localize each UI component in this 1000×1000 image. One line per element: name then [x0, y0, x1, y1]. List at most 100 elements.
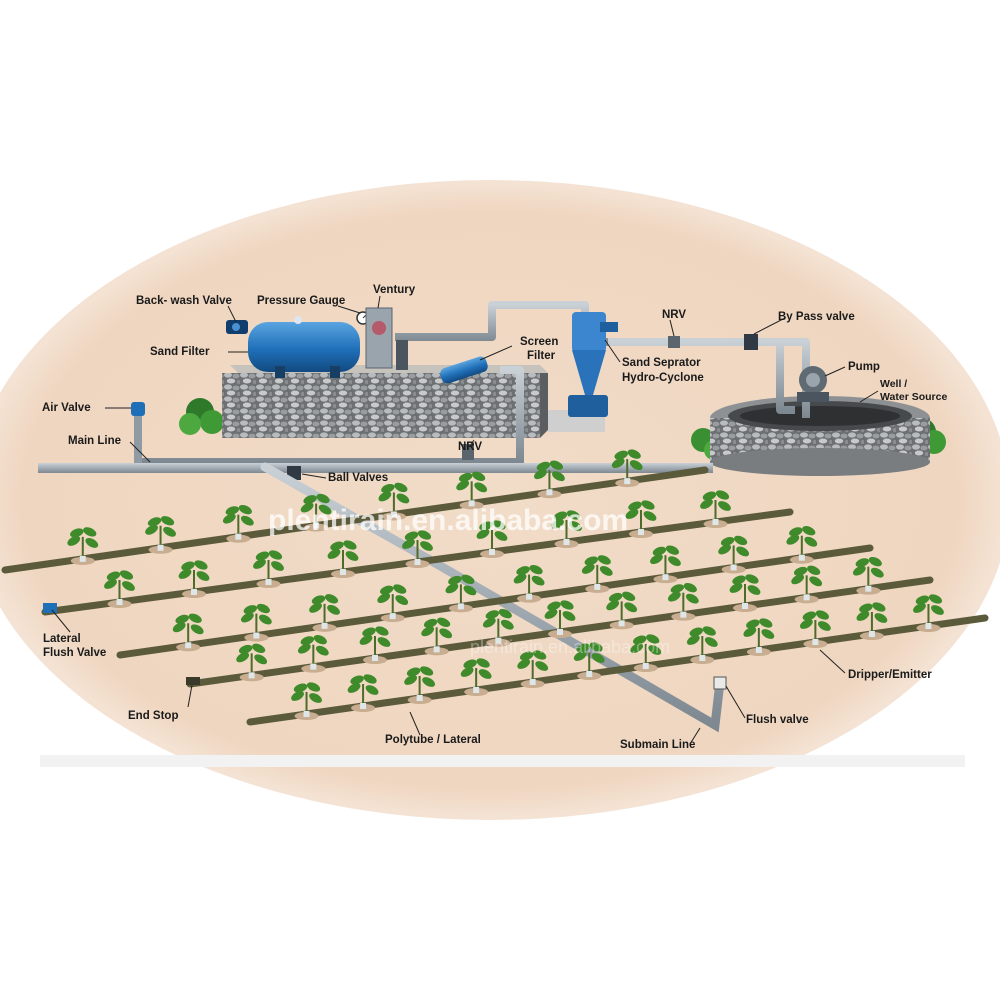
plant [718, 535, 750, 574]
plant [786, 526, 818, 564]
dripper-emitter-icon [699, 655, 706, 661]
dripper-emitter-icon [235, 533, 242, 540]
leader-lines [51, 295, 879, 745]
dripper-emitter-icon [594, 583, 601, 590]
dripper-emitter-icon [313, 522, 320, 529]
dripper-emitter-icon [642, 663, 649, 669]
dripper-emitter-icon [546, 489, 553, 496]
label-screen-filter-line2: Filter [527, 350, 556, 362]
dripper-emitter-icon [185, 642, 192, 649]
dripper-emitter-icon [803, 594, 810, 601]
dripper-emitter-icon [253, 632, 260, 639]
plant [700, 490, 731, 528]
dripper-emitter-icon [265, 579, 272, 585]
dripper-emitter-icon [372, 655, 378, 661]
dripper-emitter-icon [248, 672, 255, 679]
dripper-emitter-icon [586, 671, 593, 677]
dripper-emitter-icon [812, 639, 819, 645]
dripper-emitter-icon [340, 569, 346, 575]
dripper-emitter-icon [563, 539, 570, 545]
plant [421, 617, 453, 656]
plant [300, 493, 332, 532]
dripper-emitter-icon [457, 603, 464, 610]
label-ball-valves: Ball Valves [328, 472, 388, 484]
dripper-emitter-icon [321, 622, 328, 629]
plant [729, 574, 761, 612]
plant [222, 504, 254, 543]
label-lateral-flush-line1: Lateral [43, 633, 81, 645]
plant [551, 510, 582, 548]
label-lateral-flush-line2: Flush Valve [43, 647, 106, 659]
dripper-emitter-icon [310, 663, 317, 670]
dripper-emitter-icon [389, 613, 396, 620]
ground-bottom-strip [40, 755, 965, 767]
plant [791, 565, 823, 604]
air-valve-icon [131, 402, 145, 463]
label-venturi: Ventury [373, 284, 416, 296]
plant [178, 560, 210, 598]
plant [297, 634, 329, 673]
dripper-emitter-icon [557, 629, 563, 635]
dripper-emitter-icon [712, 519, 719, 525]
label-sand-separator-line2: Hydro-Cyclone [622, 372, 704, 384]
label-bypass-valve: By Pass valve [778, 311, 855, 323]
dripper-emitter-icon [79, 555, 86, 562]
dripper-emitter-icon [730, 564, 737, 571]
main-line-pipe [38, 463, 713, 473]
label-well-line1: Well / [880, 378, 907, 390]
plant [145, 516, 176, 554]
dripper-emitter-icon [360, 703, 367, 709]
watermark-text: plentirain.en.alibaba.com [268, 504, 628, 537]
plant [852, 556, 884, 595]
dripper-emitter-icon [191, 589, 197, 595]
nrv-top-icon [668, 336, 680, 348]
label-pressure-gauge: Pressure Gauge [257, 295, 345, 307]
dripper-emitter-icon [416, 695, 423, 701]
label-well-line2: Water Source [880, 391, 947, 403]
submain-line-pipe [260, 462, 725, 733]
lateral-tube [1, 466, 709, 574]
plant [402, 530, 433, 568]
plant [236, 643, 268, 682]
backwash-valve-icon [226, 320, 248, 334]
plant [686, 626, 718, 664]
dripper-emitter-icon [489, 549, 495, 555]
label-end-stop: End Stop [128, 710, 178, 722]
dripper-emitter-icon [390, 511, 397, 518]
lateral-flush-valve-icon [43, 603, 57, 613]
bypass-valve-icon [744, 334, 758, 350]
bush-left [179, 398, 224, 435]
well [710, 396, 930, 476]
dripper-emitter-icon [638, 529, 644, 535]
screen-filter-icon [440, 356, 488, 384]
label-pump: Pump [848, 361, 880, 373]
plant [913, 594, 944, 632]
label-nrv-main: NRV [458, 441, 482, 453]
end-stop-icon [186, 677, 200, 685]
dripper-emitter-icon [618, 620, 625, 627]
dripper-emitter-icon [468, 500, 475, 507]
dripper-emitter-icon [925, 623, 932, 629]
dripper-emitter-icon [495, 637, 502, 644]
plant [625, 500, 657, 538]
label-dripper-emitter: Dripper/Emitter [848, 669, 932, 681]
venturi-icon [365, 307, 408, 370]
plant [359, 626, 391, 664]
dripper-emitter-icon [473, 687, 480, 693]
plant [611, 449, 643, 488]
label-air-valve: Air Valve [42, 402, 91, 414]
dripper-emitter-icon [433, 646, 440, 653]
label-polytube-lateral: Polytube / Lateral [385, 734, 481, 746]
dripper-emitter-icon [868, 631, 875, 637]
plant [172, 613, 204, 652]
dripper-emitter-icon [798, 554, 805, 561]
plant [650, 545, 681, 584]
dripper-emitter-icon [529, 679, 536, 685]
pump-icon [797, 366, 829, 402]
nrv-main-icon [462, 444, 474, 460]
dripper-emitter-icon [865, 585, 872, 592]
label-submain-line: Submain Line [620, 739, 695, 751]
plant [476, 520, 508, 558]
